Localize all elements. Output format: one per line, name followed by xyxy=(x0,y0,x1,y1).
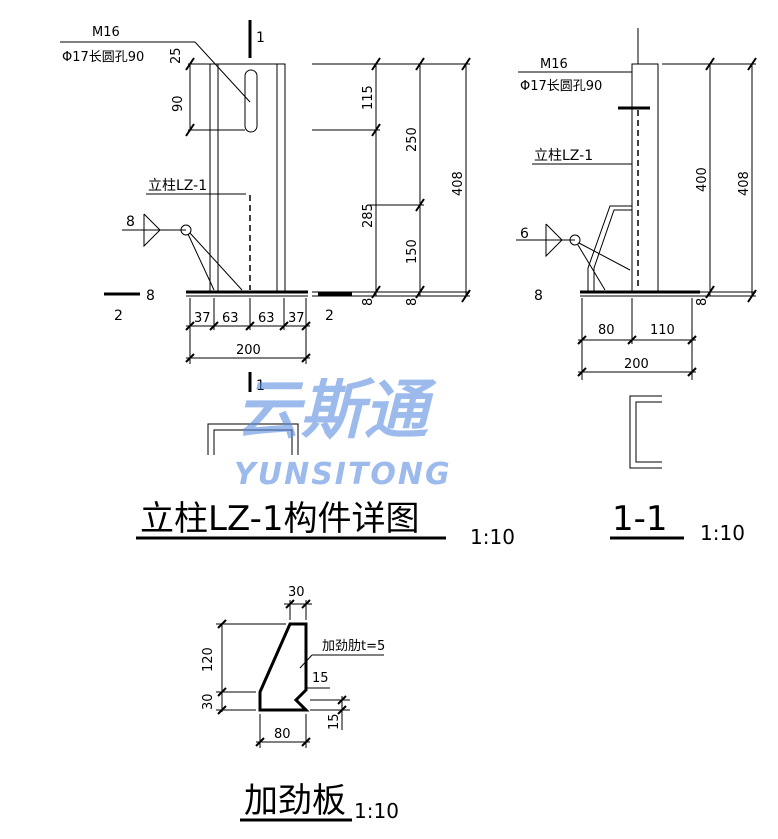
dim-90: 90 xyxy=(171,95,186,112)
side-dim-8: 8 xyxy=(695,298,710,306)
watermark-en: YUNSITONG xyxy=(234,457,452,492)
weld-size-8: 8 xyxy=(126,214,135,230)
section-2-label-right: 2 xyxy=(325,308,334,324)
main-scale: 1:10 xyxy=(470,525,515,549)
plate-title: 加劲板 xyxy=(244,781,346,821)
side-bolt-spec: M16 xyxy=(540,57,568,72)
plate-dim-15b: 15 xyxy=(327,713,342,730)
plate-dim-15a: 15 xyxy=(312,671,329,686)
side-view: 8 M16 Φ17长圆孔90 立柱LZ-1 6 400 408 8 xyxy=(516,28,757,469)
main-title: 立柱LZ-1构件详图 xyxy=(140,499,420,539)
weld-size-6: 6 xyxy=(520,226,529,242)
side-column xyxy=(631,63,659,293)
dim-408: 408 xyxy=(451,171,466,196)
side-hole-spec: Φ17长圆孔90 xyxy=(520,79,602,94)
weld-symbol-left: 8 xyxy=(146,288,155,304)
section-label-bottom: 1 xyxy=(256,378,265,394)
dim-150: 150 xyxy=(405,239,420,264)
weld-symbol-side: 8 xyxy=(534,288,543,304)
dim-115: 115 xyxy=(361,85,376,110)
plate-dim-80: 80 xyxy=(274,727,291,742)
watermark-logo: 云斯通 YUNSITONG xyxy=(234,374,452,492)
dim-8b: 8 xyxy=(405,298,420,306)
section-scale: 1:10 xyxy=(700,521,745,545)
post-name-label: 立柱LZ-1 xyxy=(148,178,207,194)
dim-8a: 8 xyxy=(361,298,376,306)
column-outline xyxy=(209,63,286,293)
plate-dim-30-top: 30 xyxy=(288,585,305,600)
dim-37a: 37 xyxy=(194,311,211,326)
side-dim-200: 200 xyxy=(624,357,649,372)
stiffener-plate-detail: 30 120 30 加劲肋t=5 15 15 80 xyxy=(201,585,385,748)
plate-dim-30: 30 xyxy=(201,693,216,710)
watermark-cn: 云斯通 xyxy=(236,374,437,448)
side-stiffener xyxy=(587,205,632,292)
dim-285: 285 xyxy=(361,203,376,228)
channel-plan xyxy=(207,423,299,455)
dim-25: 25 xyxy=(169,47,184,64)
stiffener-note: 加劲肋t=5 xyxy=(322,639,385,654)
section-title: 1-1 xyxy=(612,499,668,539)
side-dim-408: 408 xyxy=(737,171,752,196)
section-2-label-left: 2 xyxy=(114,308,123,324)
hole-spec: Φ17长圆孔90 xyxy=(62,50,144,65)
channel-section xyxy=(629,395,662,469)
dim-200: 200 xyxy=(236,343,261,358)
side-dim-110: 110 xyxy=(650,323,675,338)
side-dim-400: 400 xyxy=(695,167,710,192)
slotted-hole xyxy=(244,69,258,133)
dim-250: 250 xyxy=(405,127,420,152)
plate-dim-120: 120 xyxy=(201,647,216,672)
main-elevation: 1 1 2 2 8 M16 Φ17长圆孔90 立柱LZ-1 8 25 90 xyxy=(60,20,471,455)
side-dim-80: 80 xyxy=(598,323,615,338)
dim-63b: 63 xyxy=(258,311,275,326)
side-post-name: 立柱LZ-1 xyxy=(534,148,593,164)
bolt-spec: M16 xyxy=(92,25,120,40)
stiffener-plate xyxy=(258,622,310,712)
dim-63a: 63 xyxy=(222,311,239,326)
section-label-top: 1 xyxy=(256,30,265,46)
dim-37b: 37 xyxy=(288,311,305,326)
plate-scale: 1:10 xyxy=(354,799,399,823)
